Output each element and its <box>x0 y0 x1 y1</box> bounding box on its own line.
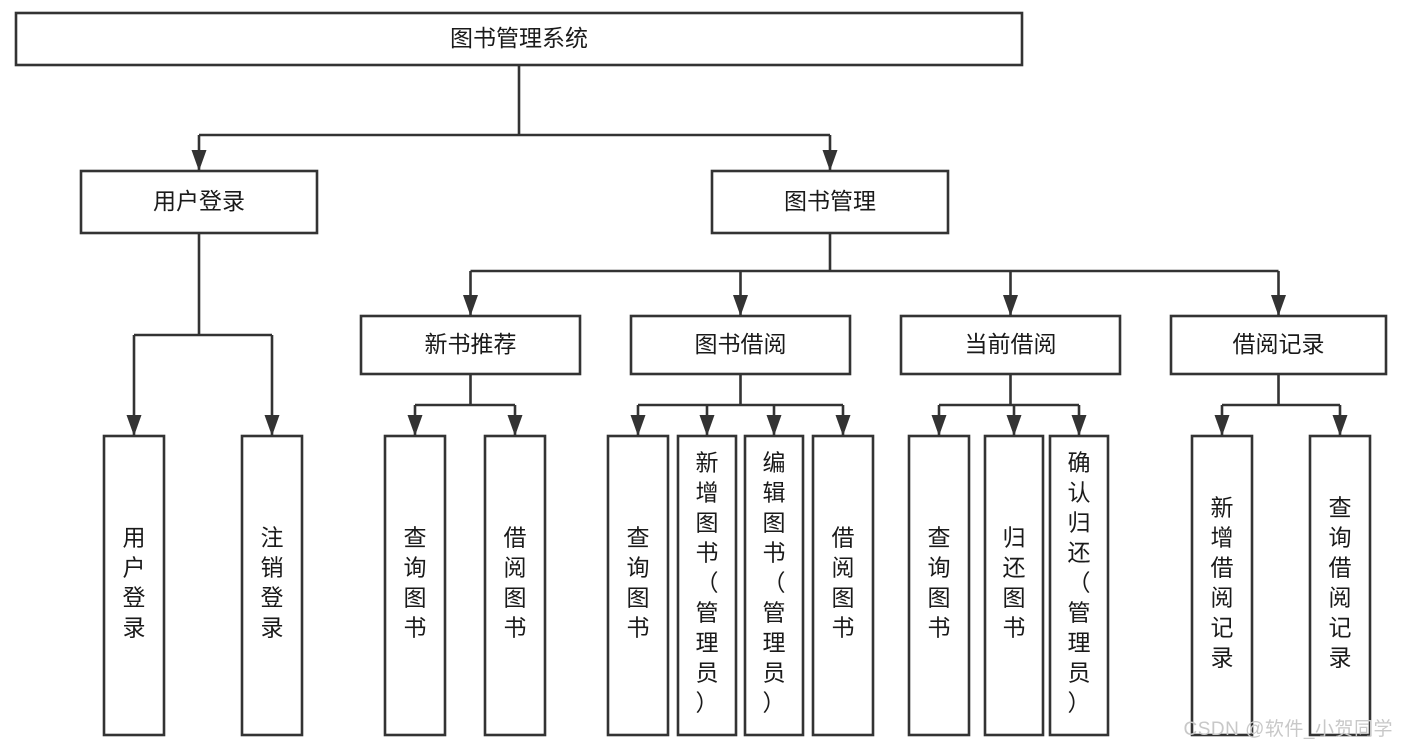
node-box-leaf-query-book-rec <box>383 434 447 737</box>
node-box-book-borrow <box>629 314 852 376</box>
connector-arrowhead <box>1271 295 1286 316</box>
node-label-book-borrow: 图书借阅 <box>695 331 787 357</box>
node-label-leaf-query-book-borrow: 查询图书 <box>627 525 650 641</box>
node-leaf-query-book-cur[interactable]: 查询图书 <box>907 434 971 737</box>
node-label-leaf-query-record: 查询借阅记录 <box>1329 495 1352 671</box>
node-box-leaf-borrow-book <box>811 434 875 737</box>
node-label-leaf-add-record: 新增借阅记录 <box>1211 495 1234 671</box>
node-label-leaf-query-book-rec: 查询图书 <box>404 525 427 641</box>
node-leaf-user-login[interactable]: 用户登录 <box>102 434 166 737</box>
connector-arrowhead <box>1003 295 1018 316</box>
connector-arrowhead <box>766 415 782 436</box>
node-box-leaf-user-login <box>102 434 166 737</box>
node-label-leaf-borrow-book: 借阅图书 <box>832 525 855 641</box>
connector-arrowhead <box>835 415 851 436</box>
node-label-root: 图书管理系统 <box>450 25 588 51</box>
connector-arrowhead <box>191 150 207 171</box>
node-label-book-manage: 图书管理 <box>784 188 876 214</box>
connector-arrowhead <box>699 415 715 436</box>
node-box-leaf-query-record <box>1308 434 1372 737</box>
node-label-borrow-record: 借阅记录 <box>1233 331 1325 357</box>
connector-arrowhead <box>264 415 280 436</box>
node-current-borrow[interactable]: 当前借阅 <box>899 314 1122 376</box>
connector-layer <box>126 65 1348 436</box>
connector-arrowhead <box>1214 415 1230 436</box>
node-label-leaf-confirm-return: 确认归还（管理员） <box>1068 450 1091 716</box>
node-box-book-manage <box>710 169 950 235</box>
node-new-book-rec[interactable]: 新书推荐 <box>359 314 582 376</box>
node-label-leaf-user-login: 用户登录 <box>123 525 146 641</box>
node-box-leaf-add-book <box>676 434 738 737</box>
node-layer: 图书管理系统用户登录图书管理新书推荐图书借阅当前借阅借阅记录用户登录注销登录查询… <box>14 11 1388 737</box>
node-box-leaf-return-book <box>983 434 1045 737</box>
node-leaf-add-book[interactable]: 新增图书（管理员） <box>676 434 738 737</box>
node-label-current-borrow: 当前借阅 <box>965 331 1057 357</box>
node-leaf-logout[interactable]: 注销登录 <box>240 434 304 737</box>
node-user-login[interactable]: 用户登录 <box>79 169 319 235</box>
node-box-root <box>14 11 1024 67</box>
node-box-leaf-confirm-return <box>1048 434 1110 737</box>
node-box-borrow-record <box>1169 314 1388 376</box>
connector-arrowhead <box>126 415 142 436</box>
node-box-leaf-borrow-book-rec <box>483 434 547 737</box>
connector-arrowhead <box>507 415 523 436</box>
node-leaf-query-book-borrow[interactable]: 查询图书 <box>606 434 670 737</box>
node-leaf-borrow-book[interactable]: 借阅图书 <box>811 434 875 737</box>
node-leaf-query-book-rec[interactable]: 查询图书 <box>383 434 447 737</box>
connector-arrowhead <box>733 295 748 316</box>
node-leaf-edit-book[interactable]: 编辑图书（管理员） <box>743 434 805 737</box>
node-label-leaf-return-book: 归还图书 <box>1003 525 1026 641</box>
node-leaf-add-record[interactable]: 新增借阅记录 <box>1190 434 1254 737</box>
connector-arrowhead <box>630 415 646 436</box>
node-leaf-borrow-book-rec[interactable]: 借阅图书 <box>483 434 547 737</box>
node-box-leaf-logout <box>240 434 304 737</box>
node-leaf-query-record[interactable]: 查询借阅记录 <box>1308 434 1372 737</box>
connector-arrowhead <box>1006 415 1022 436</box>
node-root[interactable]: 图书管理系统 <box>14 11 1024 67</box>
node-leaf-confirm-return[interactable]: 确认归还（管理员） <box>1048 434 1110 737</box>
node-box-current-borrow <box>899 314 1122 376</box>
connector-arrowhead <box>1071 415 1087 436</box>
node-label-leaf-logout: 注销登录 <box>261 525 284 641</box>
node-box-leaf-query-book-borrow <box>606 434 670 737</box>
node-box-leaf-add-record <box>1190 434 1254 737</box>
node-borrow-record[interactable]: 借阅记录 <box>1169 314 1388 376</box>
node-label-leaf-edit-book: 编辑图书（管理员） <box>763 450 786 716</box>
connector-arrowhead <box>463 295 478 316</box>
node-box-leaf-query-book-cur <box>907 434 971 737</box>
connector-arrowhead <box>931 415 947 436</box>
node-label-leaf-query-book-cur: 查询图书 <box>928 525 951 641</box>
connector-arrowhead <box>407 415 423 436</box>
node-label-user-login: 用户登录 <box>153 188 245 214</box>
node-leaf-return-book[interactable]: 归还图书 <box>983 434 1045 737</box>
node-book-borrow[interactable]: 图书借阅 <box>629 314 852 376</box>
node-box-user-login <box>79 169 319 235</box>
node-label-leaf-borrow-book-rec: 借阅图书 <box>504 525 527 641</box>
node-label-new-book-rec: 新书推荐 <box>425 331 517 357</box>
node-box-leaf-edit-book <box>743 434 805 737</box>
node-box-new-book-rec <box>359 314 582 376</box>
connector-arrowhead <box>822 150 838 171</box>
node-book-manage[interactable]: 图书管理 <box>710 169 950 235</box>
node-label-leaf-add-book: 新增图书（管理员） <box>696 450 719 716</box>
connector-arrowhead <box>1332 415 1348 436</box>
